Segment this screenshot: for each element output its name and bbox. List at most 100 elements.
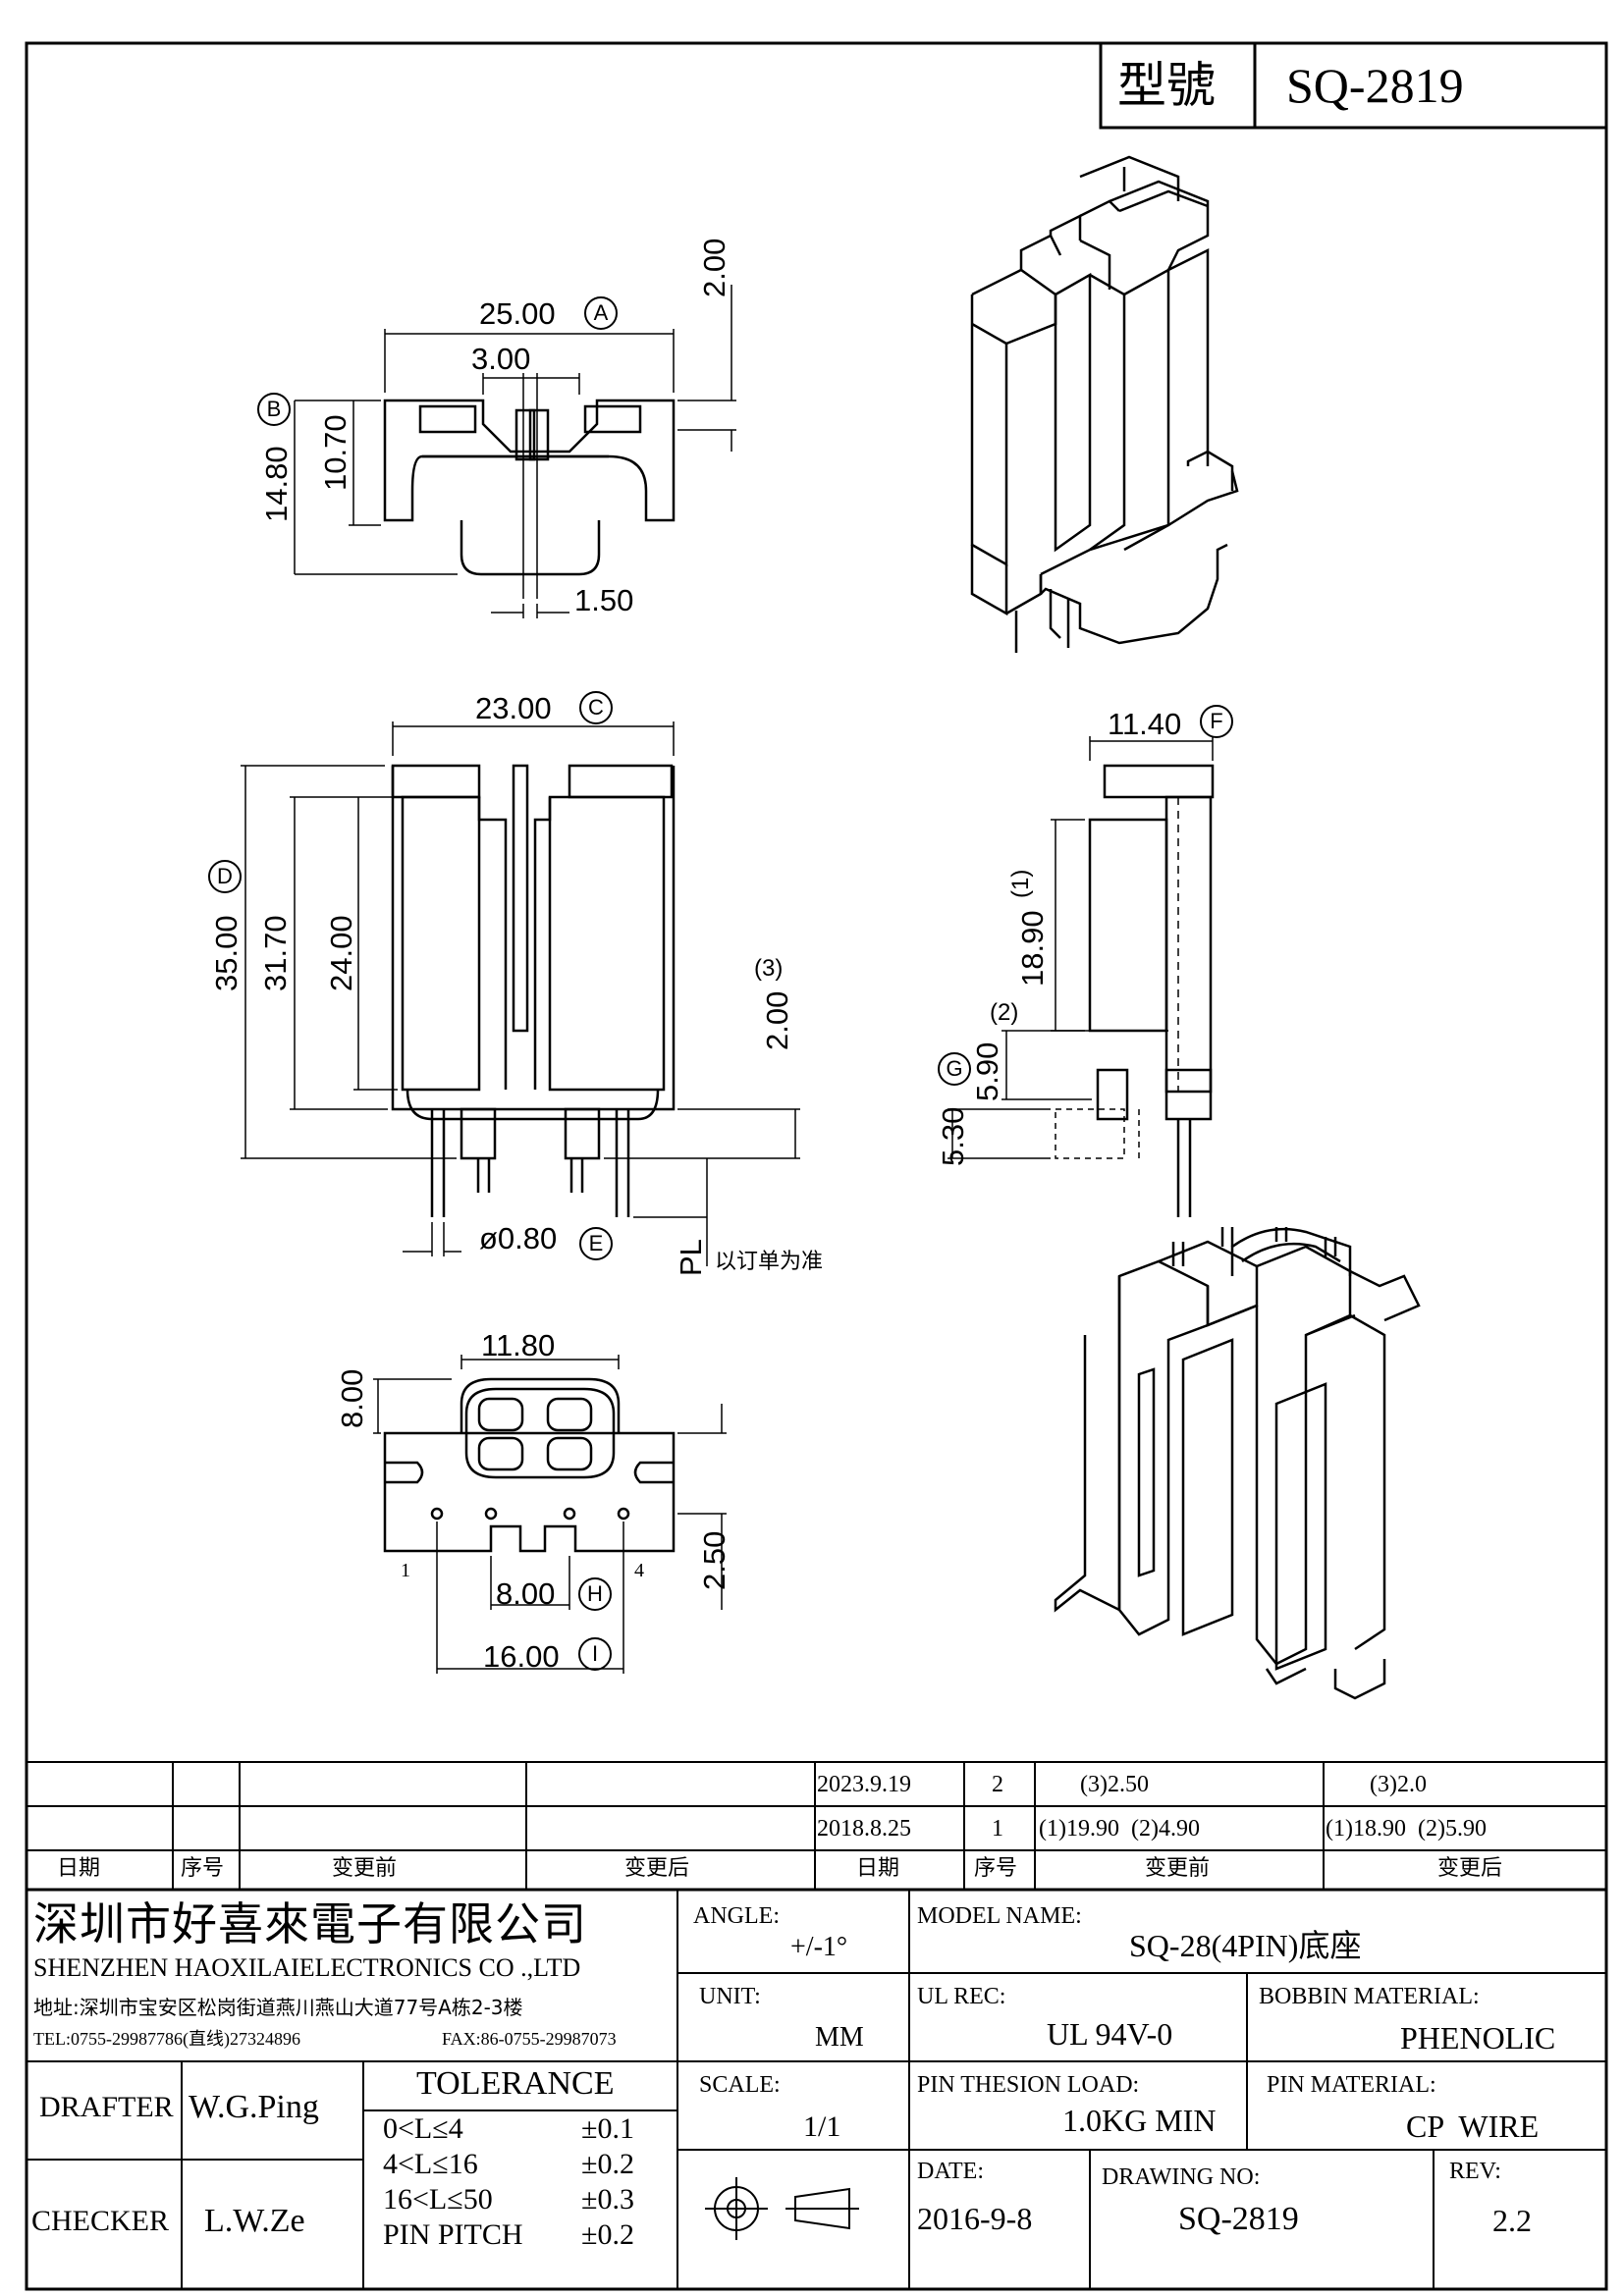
rev-row-2-before: (3)2.50 <box>1080 1772 1149 1797</box>
unit-label: UNIT: <box>699 1984 761 2009</box>
checker-label: CHECKER <box>31 2205 170 2237</box>
note-lead: (3) <box>754 955 784 982</box>
dim-pin-diameter: ø0.80 <box>479 1221 558 1255</box>
tol-value-4: ±0.2 <box>581 2218 634 2251</box>
dim-top-h1: 2.00 <box>697 238 731 297</box>
title-model: SQ-2819 <box>1286 58 1464 113</box>
top-view-dims <box>294 285 736 618</box>
front-view <box>391 764 676 1217</box>
dim-gap: 3.00 <box>471 342 531 376</box>
rev-row-2-no: 2 <box>992 1772 1003 1797</box>
tag-e: E <box>579 1227 613 1260</box>
model-value: SQ-28(4PIN)底座 <box>1129 1928 1362 1963</box>
hdr-date-right: 日期 <box>856 1856 900 1881</box>
tag-h: H <box>578 1577 612 1611</box>
drawno-label: DRAWING NO: <box>1102 2164 1261 2190</box>
bottom-view <box>383 1377 676 1553</box>
tag-f: F <box>1200 705 1233 738</box>
tol-range-3: 16<L≤50 <box>383 2183 493 2216</box>
hdr-before-right: 变更前 <box>1145 1856 1211 1881</box>
top-view <box>383 373 676 599</box>
label-pl: PL <box>674 1239 708 1276</box>
sheet-border <box>25 41 1608 2291</box>
tol-value-2: ±0.2 <box>581 2148 634 2180</box>
rev-label: REV: <box>1449 2159 1501 2184</box>
load-label: PIN THESION LOAD: <box>917 2072 1140 2098</box>
dim-side-h1: 18.90 <box>1015 910 1050 987</box>
bobbin-label: BOBBIN MATERIAL: <box>1259 1984 1480 2009</box>
date-label: DATE: <box>917 2159 984 2184</box>
date-value: 2016-9-8 <box>917 2201 1033 2236</box>
tag-c: C <box>579 691 613 724</box>
rev-row-2-after: (3)2.0 <box>1370 1772 1427 1797</box>
dim-pin-span: 16.00 <box>483 1639 560 1674</box>
tag-b: B <box>257 393 291 426</box>
rev-row-1-after: (1)18.90 (2)5.90 <box>1326 1816 1487 1842</box>
ul-value: UL 94V-0 <box>1047 2016 1173 2052</box>
rev-row-1-before: (1)19.90 (2)4.90 <box>1039 1816 1200 1842</box>
drafter-label: DRAFTER <box>39 2091 174 2123</box>
dim-side-h2: 5.90 <box>970 1041 1004 1101</box>
drawno-value: SQ-2819 <box>1178 2201 1299 2237</box>
dim-bottom-width: 11.80 <box>481 1328 556 1362</box>
iso-view-top <box>970 155 1239 653</box>
dim-bottom-pin: 2.50 <box>697 1530 731 1590</box>
hdr-date-left: 日期 <box>57 1856 101 1881</box>
note-side-1: (1) <box>1007 869 1034 898</box>
company-address: 地址:深圳市宝安区松岗街道燕川燕山大道77号A栋2-3楼 <box>33 1996 523 2019</box>
title-block-lines <box>27 1890 1606 2289</box>
hdr-after-right: 变更后 <box>1437 1856 1503 1881</box>
rev-row-2-date: 2023.9.19 <box>817 1772 911 1797</box>
pinmat-label: PIN MATERIAL: <box>1267 2072 1436 2098</box>
ul-label: UL REC: <box>917 1984 1006 2009</box>
company-name-cn: 深圳市好喜來電子有限公司 <box>33 1899 587 1949</box>
iso-view-bottom <box>1054 1227 1421 1700</box>
pin-1-label: 1 <box>401 1560 410 1581</box>
title-label: 型號 <box>1117 57 1216 114</box>
tolerance-title: TOLERANCE <box>416 2065 615 2102</box>
pl-note: 以订单为准 <box>715 1250 824 1274</box>
company-name-en: SHENZHEN HAOXILAIELECTRONICS CO .,LTD <box>33 1953 581 1982</box>
dim-depth-total: 14.80 <box>259 446 294 522</box>
title-block-frame <box>1099 43 1606 130</box>
angle-label: ANGLE: <box>693 1903 780 1929</box>
tag-i: I <box>578 1637 612 1671</box>
model-label: MODEL NAME: <box>917 1903 1082 1929</box>
note-side-2: (2) <box>990 999 1019 1026</box>
hdr-before-left: 变更前 <box>332 1856 398 1881</box>
tol-value-1: ±0.1 <box>581 2112 634 2145</box>
scale-label: SCALE: <box>699 2072 781 2098</box>
dim-bottom-height: 8.00 <box>335 1368 369 1428</box>
company-tel: TEL:0755-29987786(直线)27324896 <box>33 2029 300 2049</box>
dim-side-width: 11.40 <box>1108 707 1182 741</box>
side-view-dims <box>947 736 1214 1159</box>
unit-value: MM <box>815 2022 864 2053</box>
tol-range-2: 4<L≤16 <box>383 2148 478 2180</box>
side-view <box>1055 764 1215 1217</box>
tag-d: D <box>208 860 242 893</box>
dim-top-width: 25.00 <box>479 296 556 331</box>
checker-value: L.W.Ze <box>204 2203 305 2239</box>
hdr-no-right: 序号 <box>974 1856 1018 1881</box>
hdr-after-left: 变更后 <box>624 1856 690 1881</box>
tol-value-3: ±0.3 <box>581 2183 634 2216</box>
dim-front-width: 23.00 <box>475 691 552 725</box>
tag-g: G <box>938 1052 971 1086</box>
dim-window-height: 24.00 <box>324 915 358 991</box>
scale-value: 1/1 <box>803 2110 841 2143</box>
drafter-value: W.G.Ping <box>189 2089 319 2125</box>
dim-depth-inner: 10.70 <box>318 414 352 491</box>
dim-height-inner: 31.70 <box>258 915 293 991</box>
dim-side-pin: 5.30 <box>936 1106 970 1166</box>
hdr-no-left: 序号 <box>181 1856 225 1881</box>
load-value: 1.0KG MIN <box>1062 2103 1217 2138</box>
rev-row-1-date: 2018.8.25 <box>817 1816 911 1842</box>
tol-range-4: PIN PITCH <box>383 2218 523 2251</box>
rev-value: 2.2 <box>1492 2203 1532 2238</box>
dim-height-total: 35.00 <box>209 915 244 991</box>
bobbin-value: PHENOLIC <box>1400 2020 1556 2056</box>
bottom-view-dims <box>373 1355 727 1674</box>
front-view-dims <box>241 721 800 1266</box>
tag-a: A <box>584 296 618 330</box>
